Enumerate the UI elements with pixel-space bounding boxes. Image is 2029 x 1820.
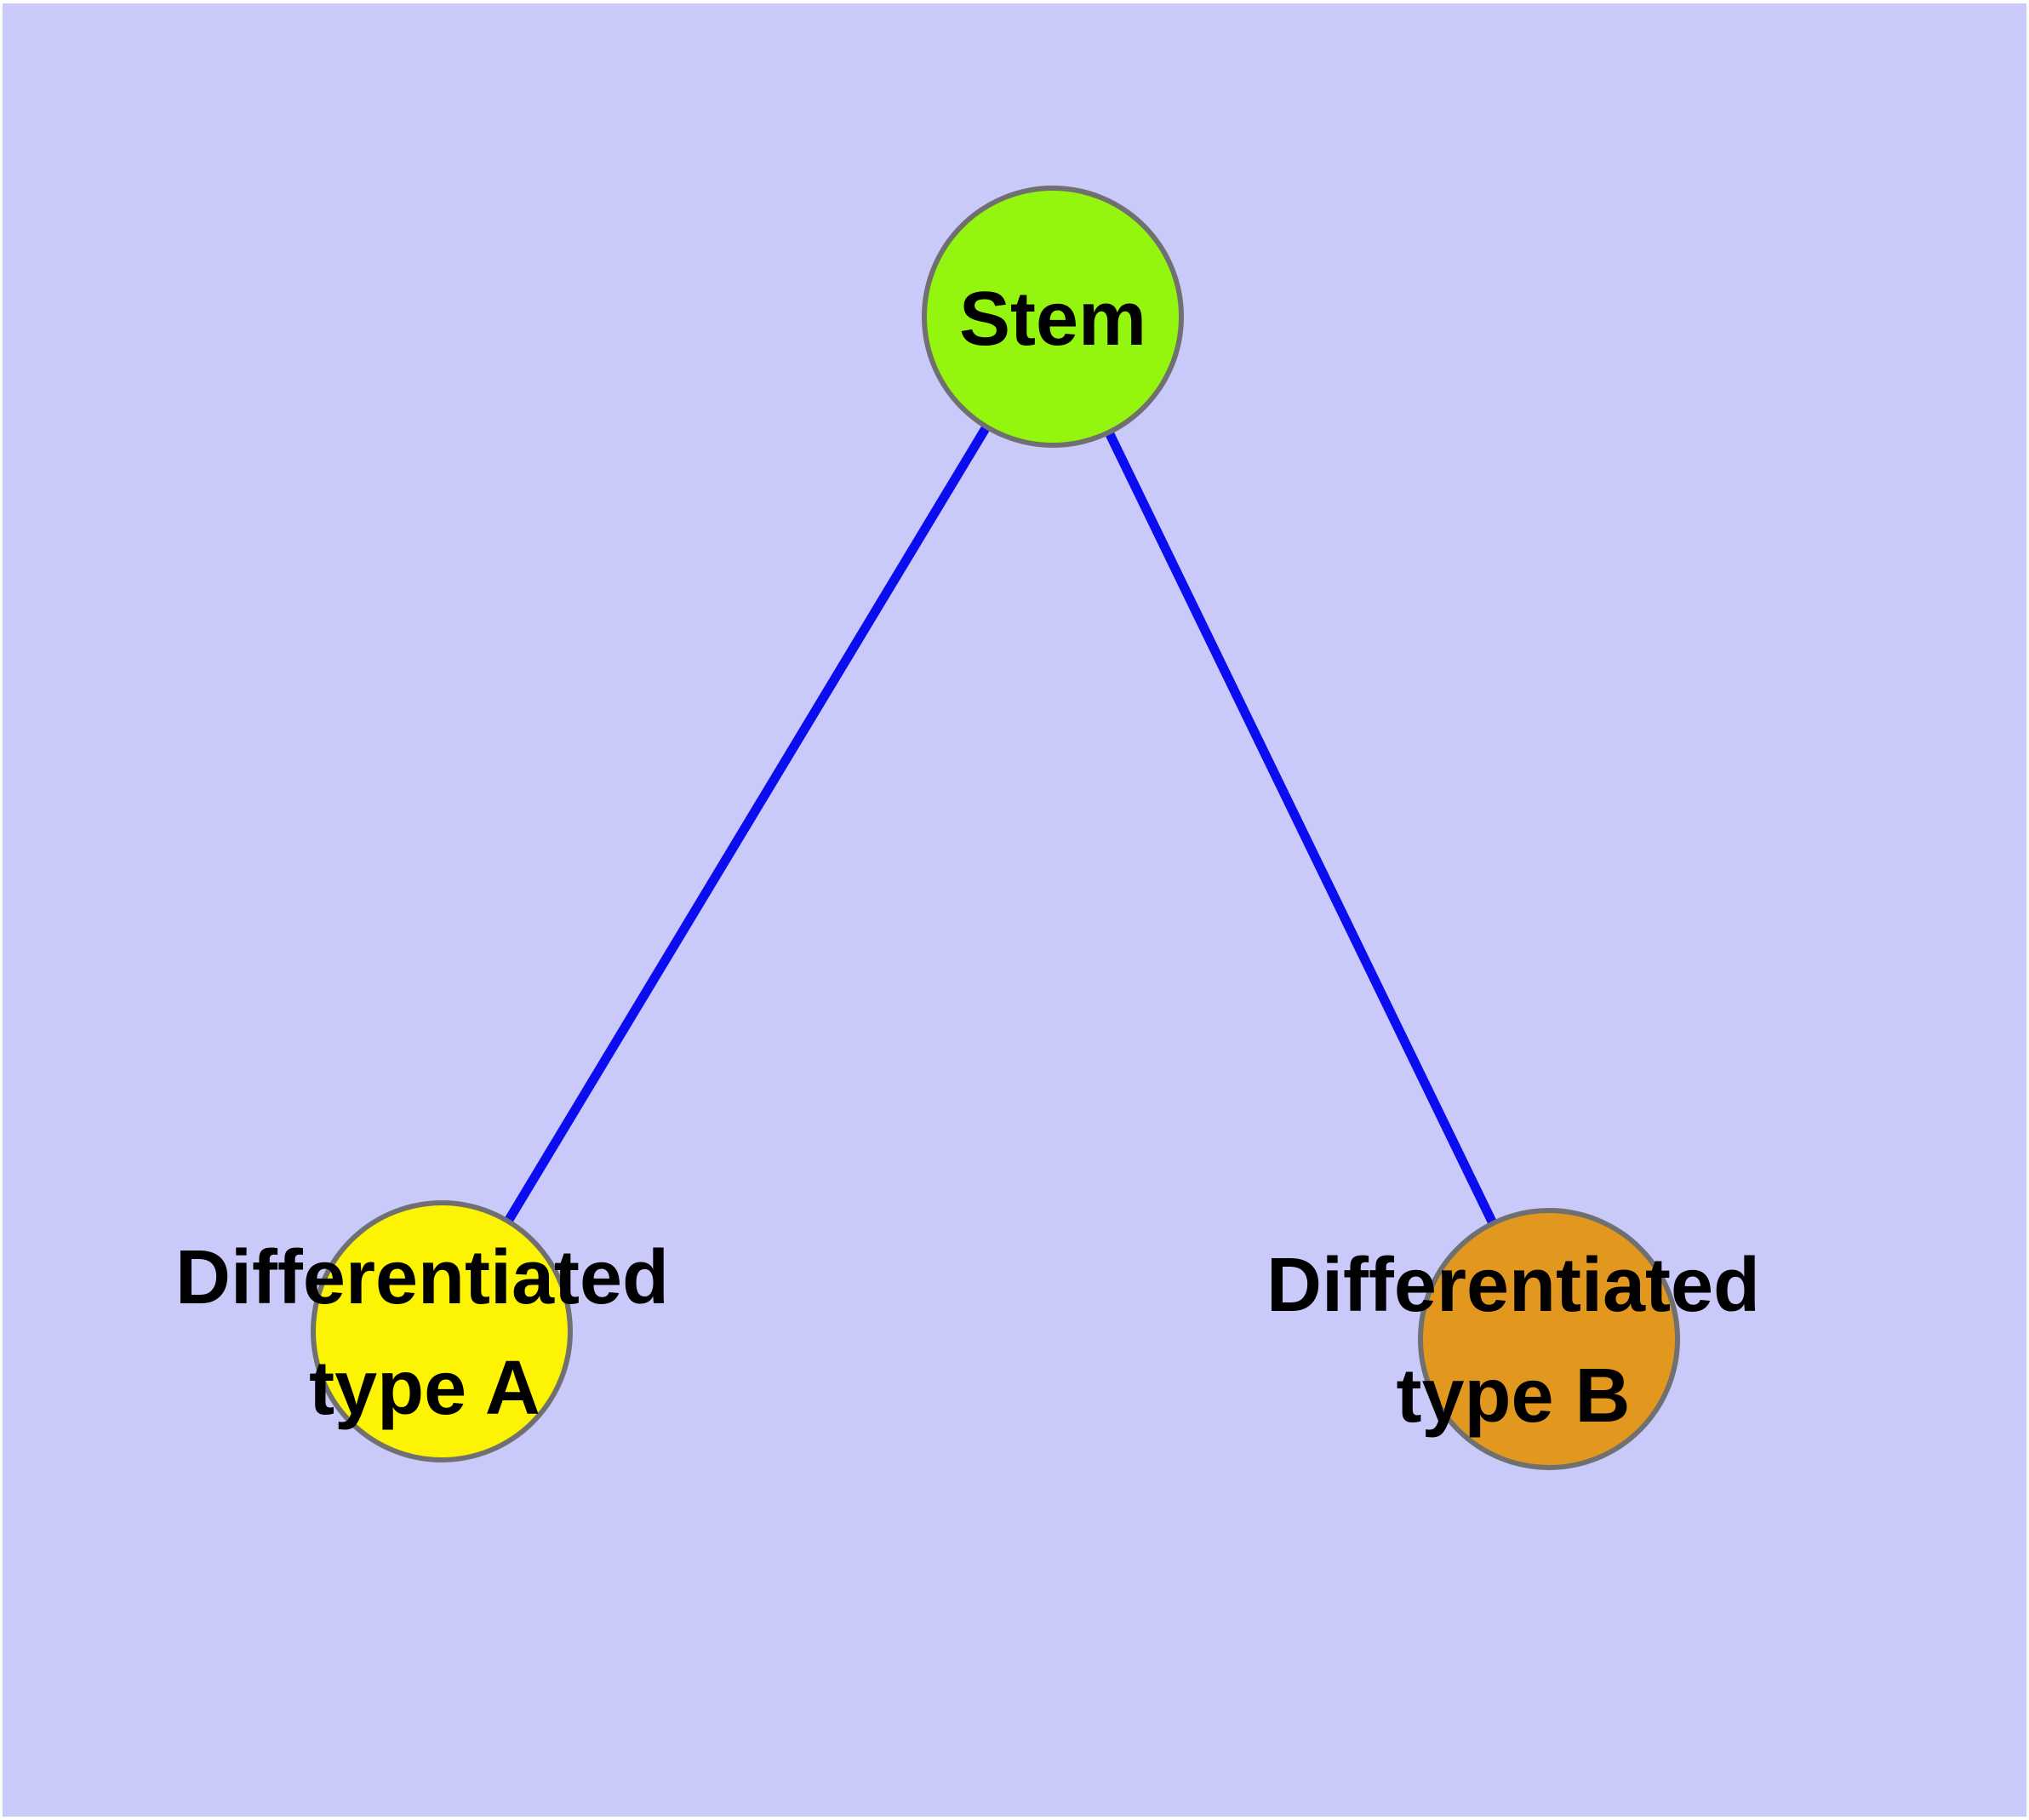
edge-stem-to-type-a <box>437 314 1057 1334</box>
node-stem-circle[interactable] <box>922 186 1184 448</box>
node-stem-label: Stem <box>959 277 1146 362</box>
node-type-a-circle[interactable] <box>311 1200 573 1462</box>
node-type-a-label-line1: Differentiated <box>175 1235 669 1320</box>
edge-stem-to-type-b <box>1049 314 1553 1342</box>
node-type-b-circle[interactable] <box>1418 1208 1680 1470</box>
node-type-b-label-line1: Differentiated <box>1266 1243 1760 1328</box>
node-type-b-label-line2: type B <box>1396 1354 1630 1439</box>
node-type-a-label-line2: type A <box>309 1346 540 1431</box>
